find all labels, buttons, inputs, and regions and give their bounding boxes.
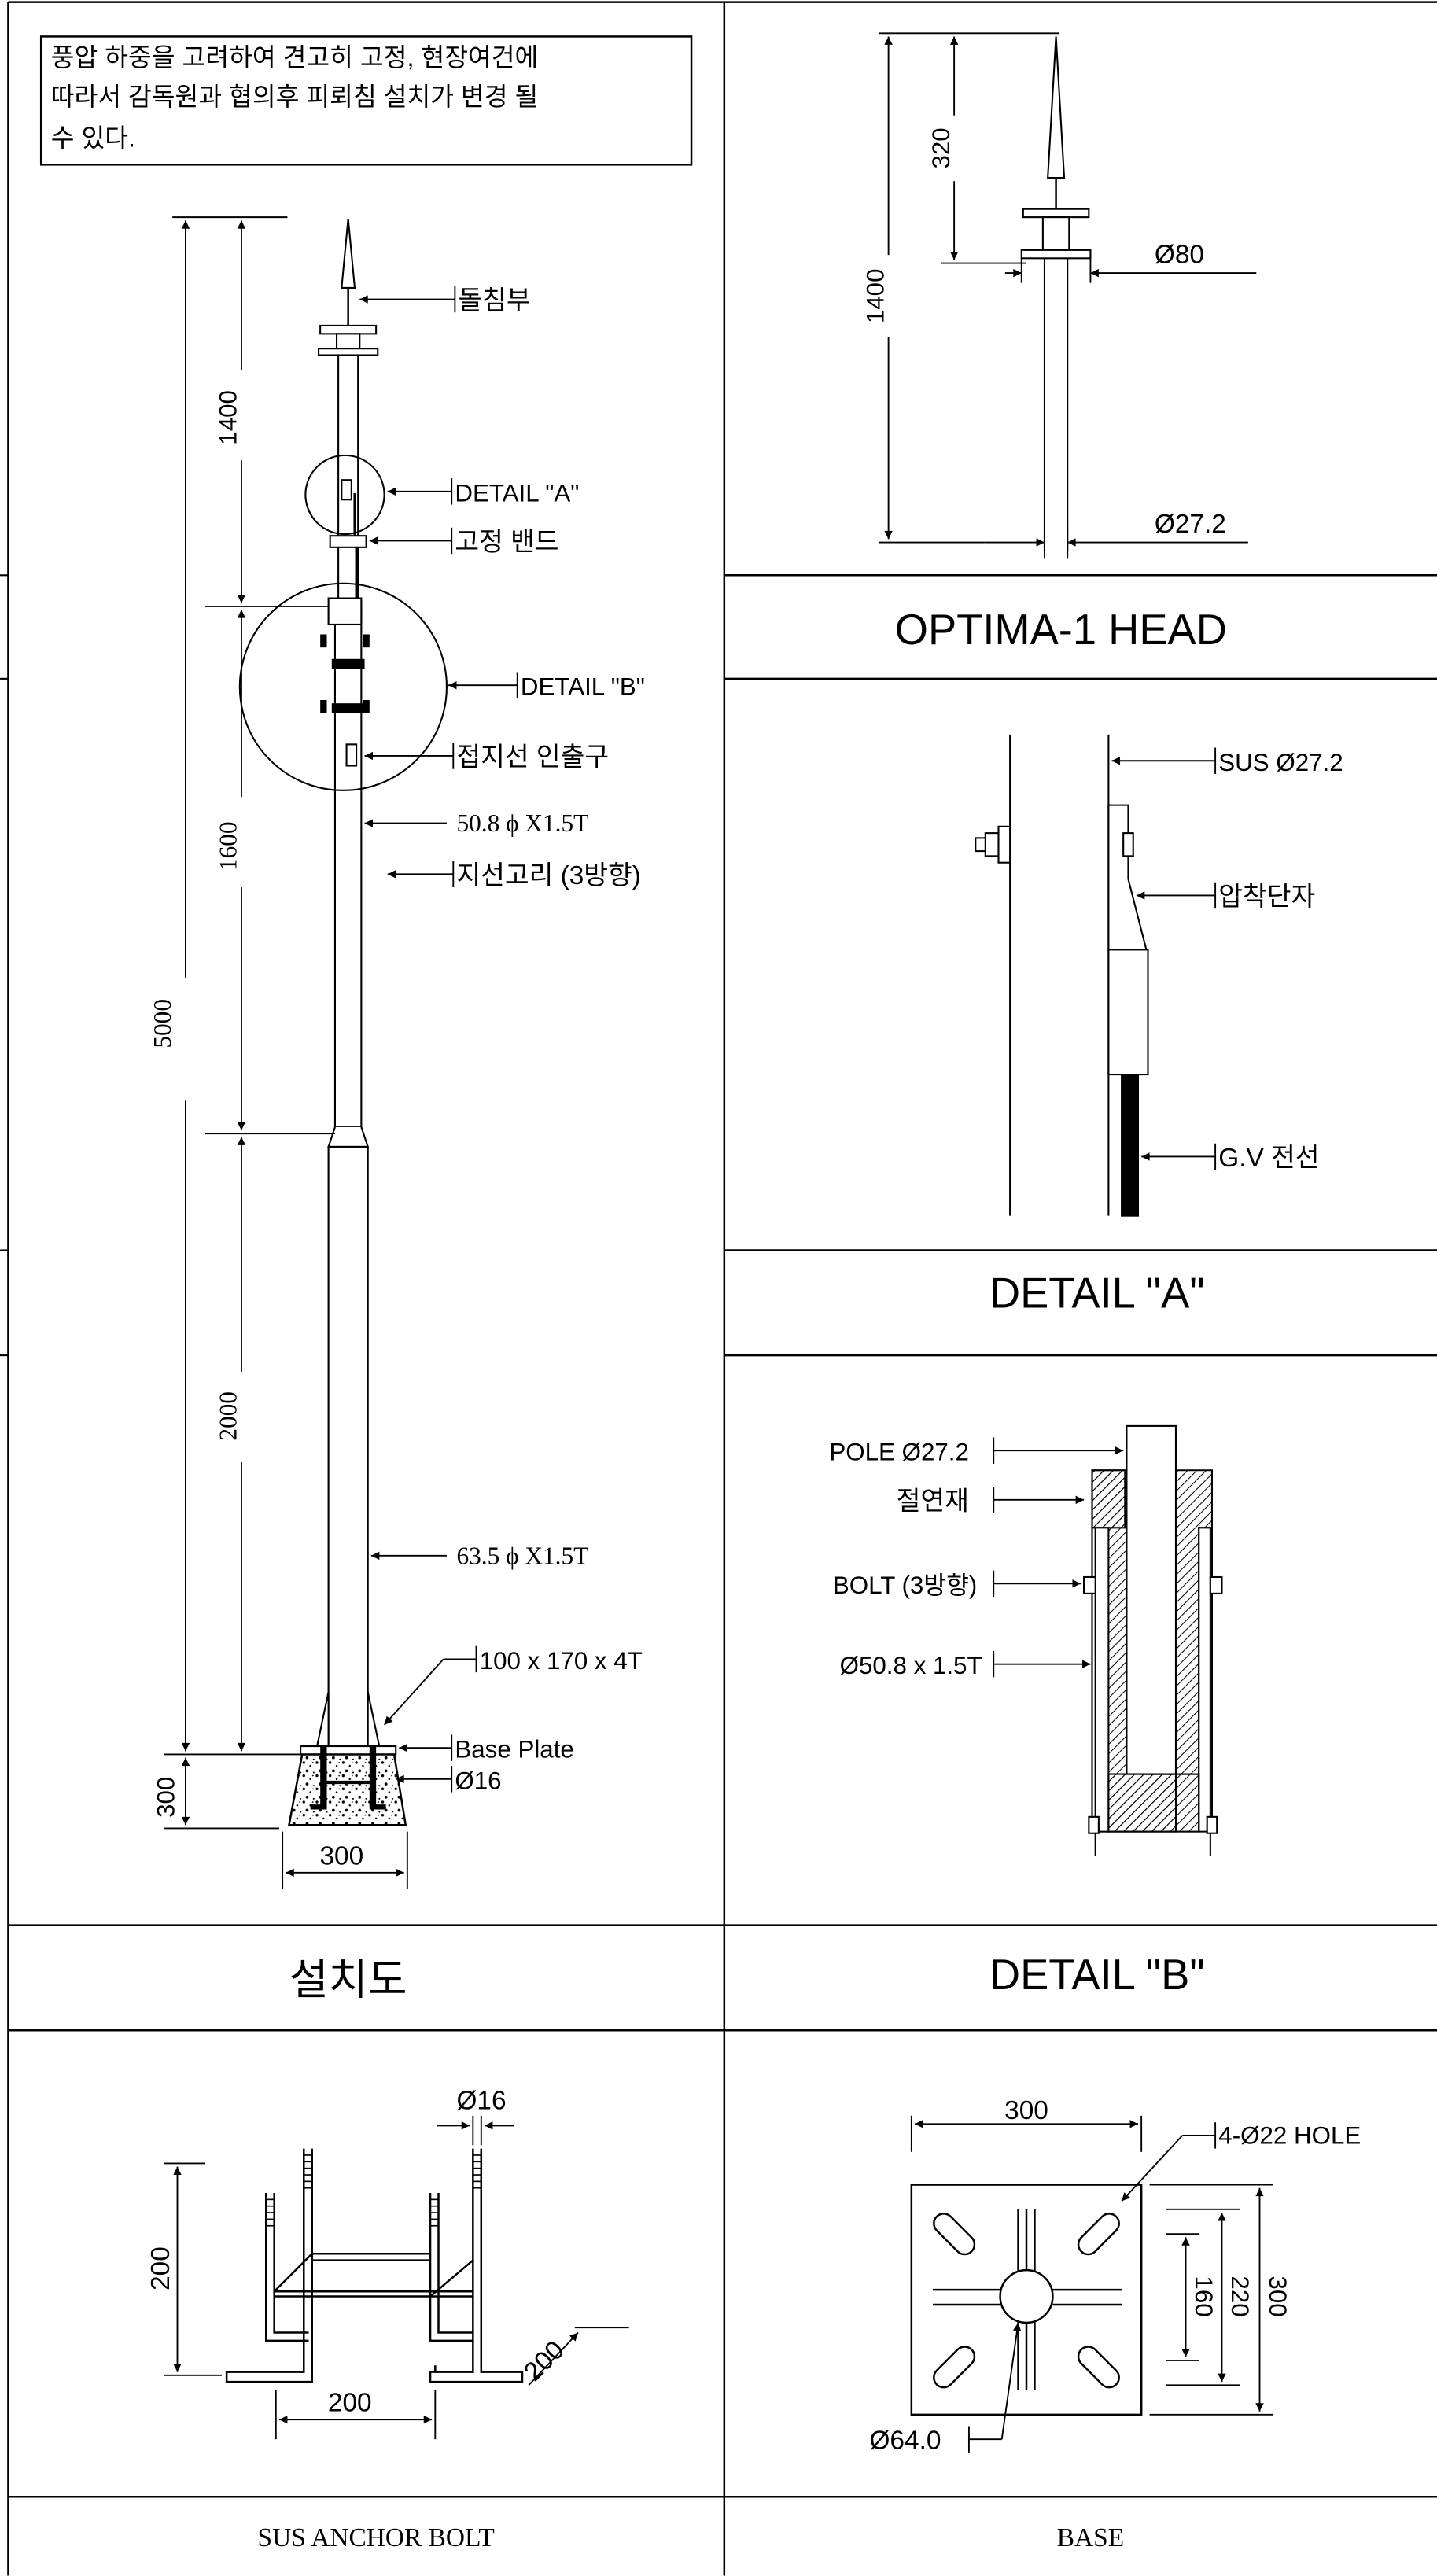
label-ground-outlet: 접지선 인출구: [456, 743, 609, 772]
detail-b-view: [1083, 1424, 1223, 1856]
title-optima-head: OPTIMA-1 HEAD: [895, 606, 1227, 654]
title-anchor-bolt: SUS ANCHOR BOLT: [258, 2523, 495, 2552]
dim-gap-1400: [231, 370, 253, 461]
dim-head-dia272: Ø27.2: [1155, 510, 1226, 539]
dim-base-dia64: Ø64.0: [869, 2427, 941, 2456]
label-pipe-b: Ø50.8 x 1.5T: [840, 1652, 982, 1679]
dim-head-320: 320: [927, 127, 955, 168]
label-bolt-dia: Ø16: [455, 1767, 501, 1794]
dim-head-dia80: Ø80: [1155, 241, 1204, 270]
detail-a-view: [975, 734, 1149, 1217]
label-terminal: 압착단자: [1218, 883, 1315, 912]
dim-gap-2000: [231, 1371, 253, 1462]
base-view: [910, 2184, 1143, 2416]
dim-anchor-dia16: Ø16: [456, 2087, 506, 2116]
base-dimensions: [910, 2115, 1273, 2453]
dim-2000: 2000: [215, 1391, 242, 1441]
frame-grid: [7, 1, 1437, 2576]
title-install: 설치도: [289, 1955, 407, 2003]
label-insulator: 절연재: [897, 1487, 969, 1516]
label-detail-a: DETAIL "A": [455, 479, 579, 507]
label-pipe-lower: 63.5 ϕ X1.5T: [456, 1542, 588, 1569]
title-detail-b: DETAIL "B": [989, 1951, 1205, 1999]
dim-base-w300: 300: [1004, 2096, 1048, 2125]
dim-anchor-w200: 200: [328, 2389, 372, 2418]
detail-a-leaders: [1111, 747, 1217, 1170]
label-bolt: BOLT (3방향): [833, 1572, 977, 1599]
dim-base-220: 220: [1226, 2276, 1254, 2316]
anchor-dimensions: [164, 2115, 629, 2440]
note-line-2: 따라서 감독원과 협의후 피뢰침 설치가 변경 될: [51, 83, 539, 111]
dim-base-300: 300: [1264, 2276, 1291, 2316]
dim-300-vertical: 300: [152, 1777, 179, 1818]
label-pipe-upper: 50.8 ϕ X1.5T: [456, 809, 588, 837]
title-base: BASE: [1057, 2523, 1124, 2552]
install-view: [238, 219, 448, 1826]
dim-head-1400: 1400: [861, 269, 889, 324]
detail-b-leaders: [993, 1437, 1124, 1678]
label-guy-ring: 지선고리 (3방향): [456, 861, 640, 890]
head-view: [1020, 36, 1092, 551]
label-rib: 100 x 170 x 4T: [480, 1647, 643, 1675]
install-dimensions: [164, 216, 408, 1889]
label-rod-part: 돌침부: [459, 286, 531, 315]
label-fix-band: 고정 밴드: [455, 528, 558, 557]
title-detail-a: DETAIL "A": [989, 1270, 1205, 1317]
label-pole: POLE Ø27.2: [829, 1439, 969, 1466]
dim-1400: 1400: [215, 390, 242, 445]
dim-5000: 5000: [149, 999, 176, 1048]
install-leaders: [359, 286, 518, 1793]
label-base-plate: Base Plate: [455, 1736, 573, 1763]
dim-anchor-h200: 200: [146, 2246, 175, 2290]
dim-gap-head-1400: [879, 255, 901, 337]
dim-base-hole: 4-Ø22 HOLE: [1218, 2121, 1361, 2149]
label-gv-wire: G.V 전선: [1218, 1144, 1319, 1173]
note-box: 풍압 하중을 고려하여 견고히 고정, 현장여건에 따라서 감독원과 협의후 피…: [39, 35, 693, 166]
anchor-bolt-view: [225, 2148, 524, 2383]
note-line-3: 수 있다.: [51, 123, 135, 152]
dim-anchor-d200: 200: [518, 2335, 570, 2387]
note-line-1: 풍압 하중을 고려하여 견고히 고정, 현장여건에: [51, 43, 539, 72]
border-ticks: [0, 574, 9, 1357]
dim-300-horizontal: 300: [319, 1841, 363, 1870]
anchor-threads: [266, 2154, 481, 2227]
dim-gap-1600: [231, 797, 253, 888]
label-detail-b: DETAIL "B": [521, 673, 645, 701]
dim-gap-5000: [177, 977, 197, 1101]
dim-gap-head-320: [942, 115, 964, 182]
label-sus: SUS Ø27.2: [1218, 749, 1343, 776]
dim-1600: 1600: [215, 822, 242, 872]
dim-base-160: 160: [1190, 2276, 1218, 2316]
